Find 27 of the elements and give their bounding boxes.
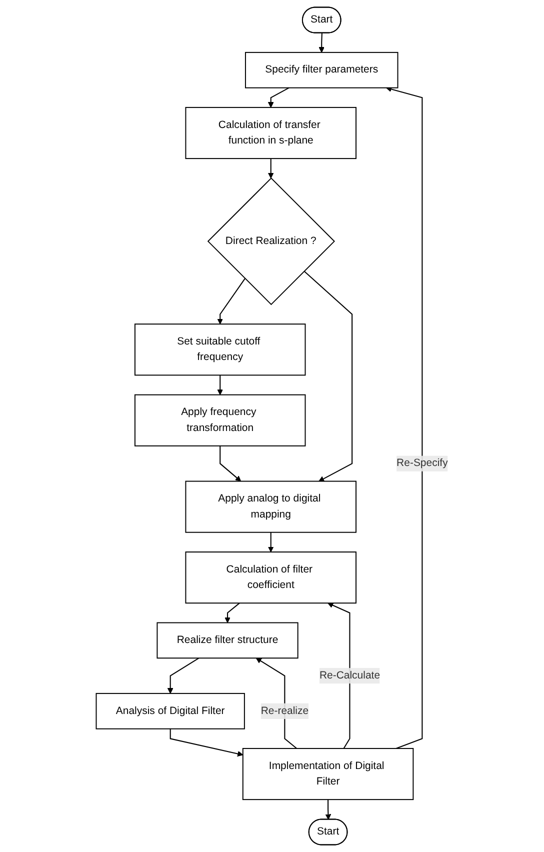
arrow [224, 602, 240, 623]
arrow [167, 658, 200, 694]
edge-label: Re-Specify [396, 458, 448, 469]
node-diamond: Direct Realization ? [207, 178, 335, 306]
node-box: Implementation of Digital Filter [242, 748, 414, 800]
node-box: Calculation of filter coefficient [185, 552, 356, 604]
arrow [268, 158, 274, 178]
arrow [268, 87, 290, 108]
arrow [325, 800, 332, 820]
node-box: Calculation of transfer function in s-plane [185, 106, 356, 160]
arrow [328, 602, 350, 749]
arrow [318, 33, 324, 53]
arrow [220, 446, 242, 482]
arrow [386, 86, 423, 749]
node-box: Realize filter structure [156, 622, 298, 659]
edge-label: Re-realize [260, 705, 309, 716]
arrow [304, 270, 353, 482]
arrow [217, 278, 246, 324]
node-box: Analysis of Digital Filter [96, 692, 245, 730]
node-box: Apply analog to digital mapping [185, 480, 356, 533]
edge-label: Re-Calculate [319, 670, 380, 682]
node-box: Specify filter parameters [244, 52, 398, 88]
arrow [170, 728, 244, 757]
node-box: Apply frequency transformation [134, 394, 306, 446]
arrow [268, 532, 274, 552]
node-box: Set suitable cutoff frequency [134, 324, 306, 376]
arrow [217, 375, 223, 396]
